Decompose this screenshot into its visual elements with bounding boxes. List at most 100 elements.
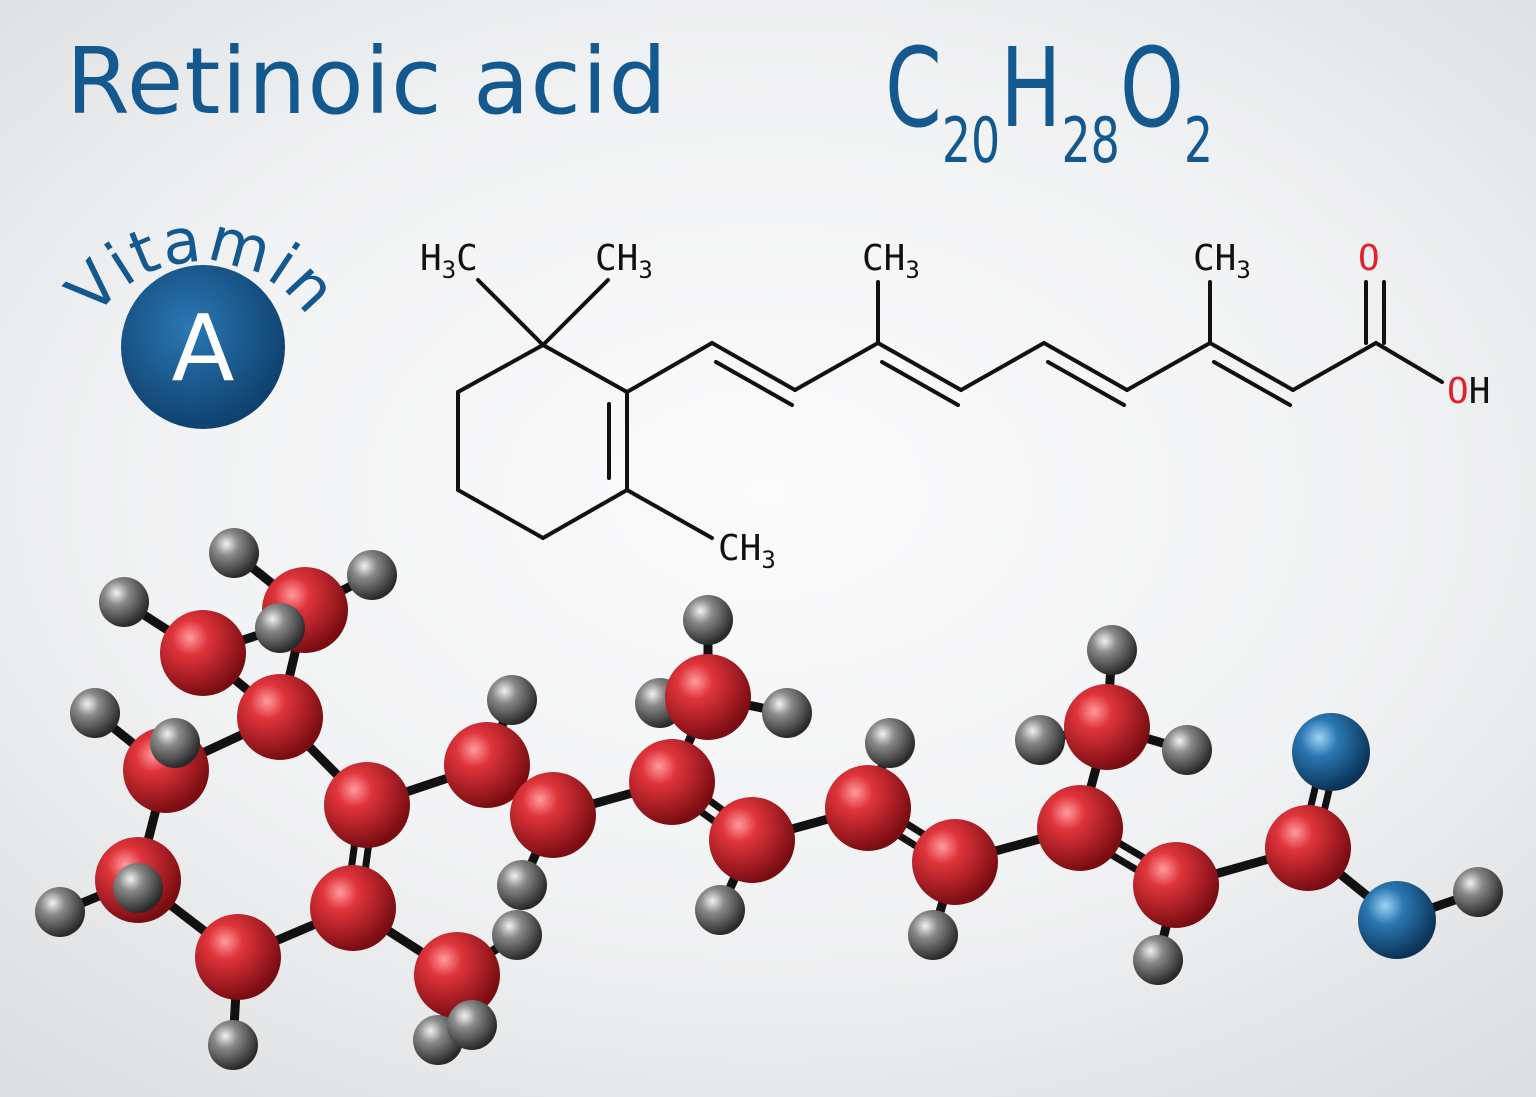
hydrogen-atom xyxy=(1162,725,1212,775)
carbon-atom xyxy=(160,610,246,696)
formula-count-c: 20 xyxy=(941,104,1001,177)
model-bond xyxy=(1072,830,1176,895)
hydrogen-atom xyxy=(208,1020,258,1070)
model-bond xyxy=(703,692,792,718)
model-bond xyxy=(868,798,963,860)
model-atoms xyxy=(35,528,1503,1070)
hydrogen-atom xyxy=(908,910,958,960)
model-bond xyxy=(342,800,364,911)
model-bond xyxy=(161,712,285,775)
model-bond xyxy=(229,548,310,615)
model-bond xyxy=(161,738,180,775)
model-bond xyxy=(433,970,462,1045)
carbon-atom xyxy=(324,762,410,848)
hydrogen-atom xyxy=(99,577,149,627)
formula-count-o: 2 xyxy=(1183,104,1214,177)
model-bond xyxy=(356,802,378,913)
carbon-atom xyxy=(1064,684,1150,770)
model-bond xyxy=(672,772,760,838)
molecular-formula: C20H28O2 xyxy=(885,24,1213,177)
formula-element-c: C xyxy=(885,24,942,152)
carbon-atom xyxy=(709,797,795,883)
model-bond xyxy=(198,623,285,658)
model-bond xyxy=(133,765,171,885)
carbon-atom xyxy=(195,914,281,1000)
model-bonds xyxy=(55,548,1483,1050)
label-hydroxyl: OH xyxy=(1447,371,1490,412)
carbon-atom xyxy=(1037,785,1123,871)
skeletal-bonds xyxy=(456,278,1444,540)
hydrogen-atom xyxy=(635,678,685,728)
model-bond xyxy=(479,767,553,825)
model-bond xyxy=(198,648,285,722)
page-title: Retinoic acid xyxy=(66,28,668,135)
hydrogen-atom xyxy=(497,860,547,910)
model-bond xyxy=(667,692,713,787)
hydrogen-atom xyxy=(413,1015,463,1065)
model-bond xyxy=(90,708,171,775)
formula-element-o: O xyxy=(1119,24,1184,152)
model-bond xyxy=(747,803,873,845)
vitamin-letter: A xyxy=(172,295,235,402)
carbon-atom xyxy=(912,819,998,905)
model-bond xyxy=(233,903,358,962)
model-bond xyxy=(119,597,208,658)
model-bond xyxy=(863,738,895,813)
model-bond xyxy=(1171,843,1313,890)
carbon-atom xyxy=(510,772,596,858)
carbon-atom xyxy=(95,837,181,923)
model-bond xyxy=(928,857,960,940)
model-bond xyxy=(548,777,677,820)
label-ch3-chain-2: CH3 xyxy=(1193,238,1251,284)
hydrogen-atom xyxy=(150,718,200,768)
model-bond xyxy=(55,875,143,917)
model-bond xyxy=(1102,645,1117,732)
carbon-atom xyxy=(444,722,530,808)
model-bond xyxy=(715,835,757,915)
hydrogen-atom xyxy=(347,550,397,600)
hydrogen-atom xyxy=(695,885,745,935)
model-bond xyxy=(452,930,522,980)
oxygen-atom xyxy=(1292,713,1370,791)
model-bond xyxy=(1297,746,1328,850)
model-bond xyxy=(655,692,713,708)
hydrogen-atom xyxy=(209,528,259,578)
hydrogen-atom xyxy=(1133,935,1183,985)
hydrogen-atom xyxy=(447,1000,497,1050)
carbon-atom xyxy=(414,932,500,1018)
carbon-atom xyxy=(1133,842,1219,928)
model-bond xyxy=(348,903,462,980)
carbon-atom xyxy=(237,674,323,760)
hydrogen-atom xyxy=(1087,625,1137,675)
model-bond xyxy=(275,605,310,722)
hydrogen-atom xyxy=(487,675,537,725)
carbon-atom xyxy=(825,765,911,851)
hydrogen-atom xyxy=(1015,715,1065,765)
hydrogen-atom xyxy=(762,688,812,738)
model-bond xyxy=(950,823,1085,867)
formula-count-h: 28 xyxy=(1061,104,1120,177)
hydrogen-atom xyxy=(683,595,733,645)
model-bond xyxy=(452,970,477,1030)
label-carbonyl-oxygen: O xyxy=(1358,238,1380,279)
model-bond xyxy=(133,875,243,962)
hydrogen-atom xyxy=(492,910,542,960)
model-bond xyxy=(1311,750,1342,854)
vitamin-arc-text: Vitamin xyxy=(52,202,353,328)
hydrogen-atom xyxy=(1453,867,1503,917)
label-ch3-ring-top: CH3 xyxy=(595,238,653,284)
model-bond xyxy=(487,755,561,813)
vitamin-circle xyxy=(121,265,285,429)
label-h3c-left: H3C xyxy=(420,238,478,284)
model-bond xyxy=(275,712,372,810)
model-bond xyxy=(1303,843,1402,925)
formula-element-h: H xyxy=(1000,24,1062,152)
model-bond xyxy=(1080,818,1184,883)
model-bond xyxy=(482,695,517,770)
model-bond xyxy=(1102,722,1192,755)
carbon-atom xyxy=(1265,805,1351,891)
